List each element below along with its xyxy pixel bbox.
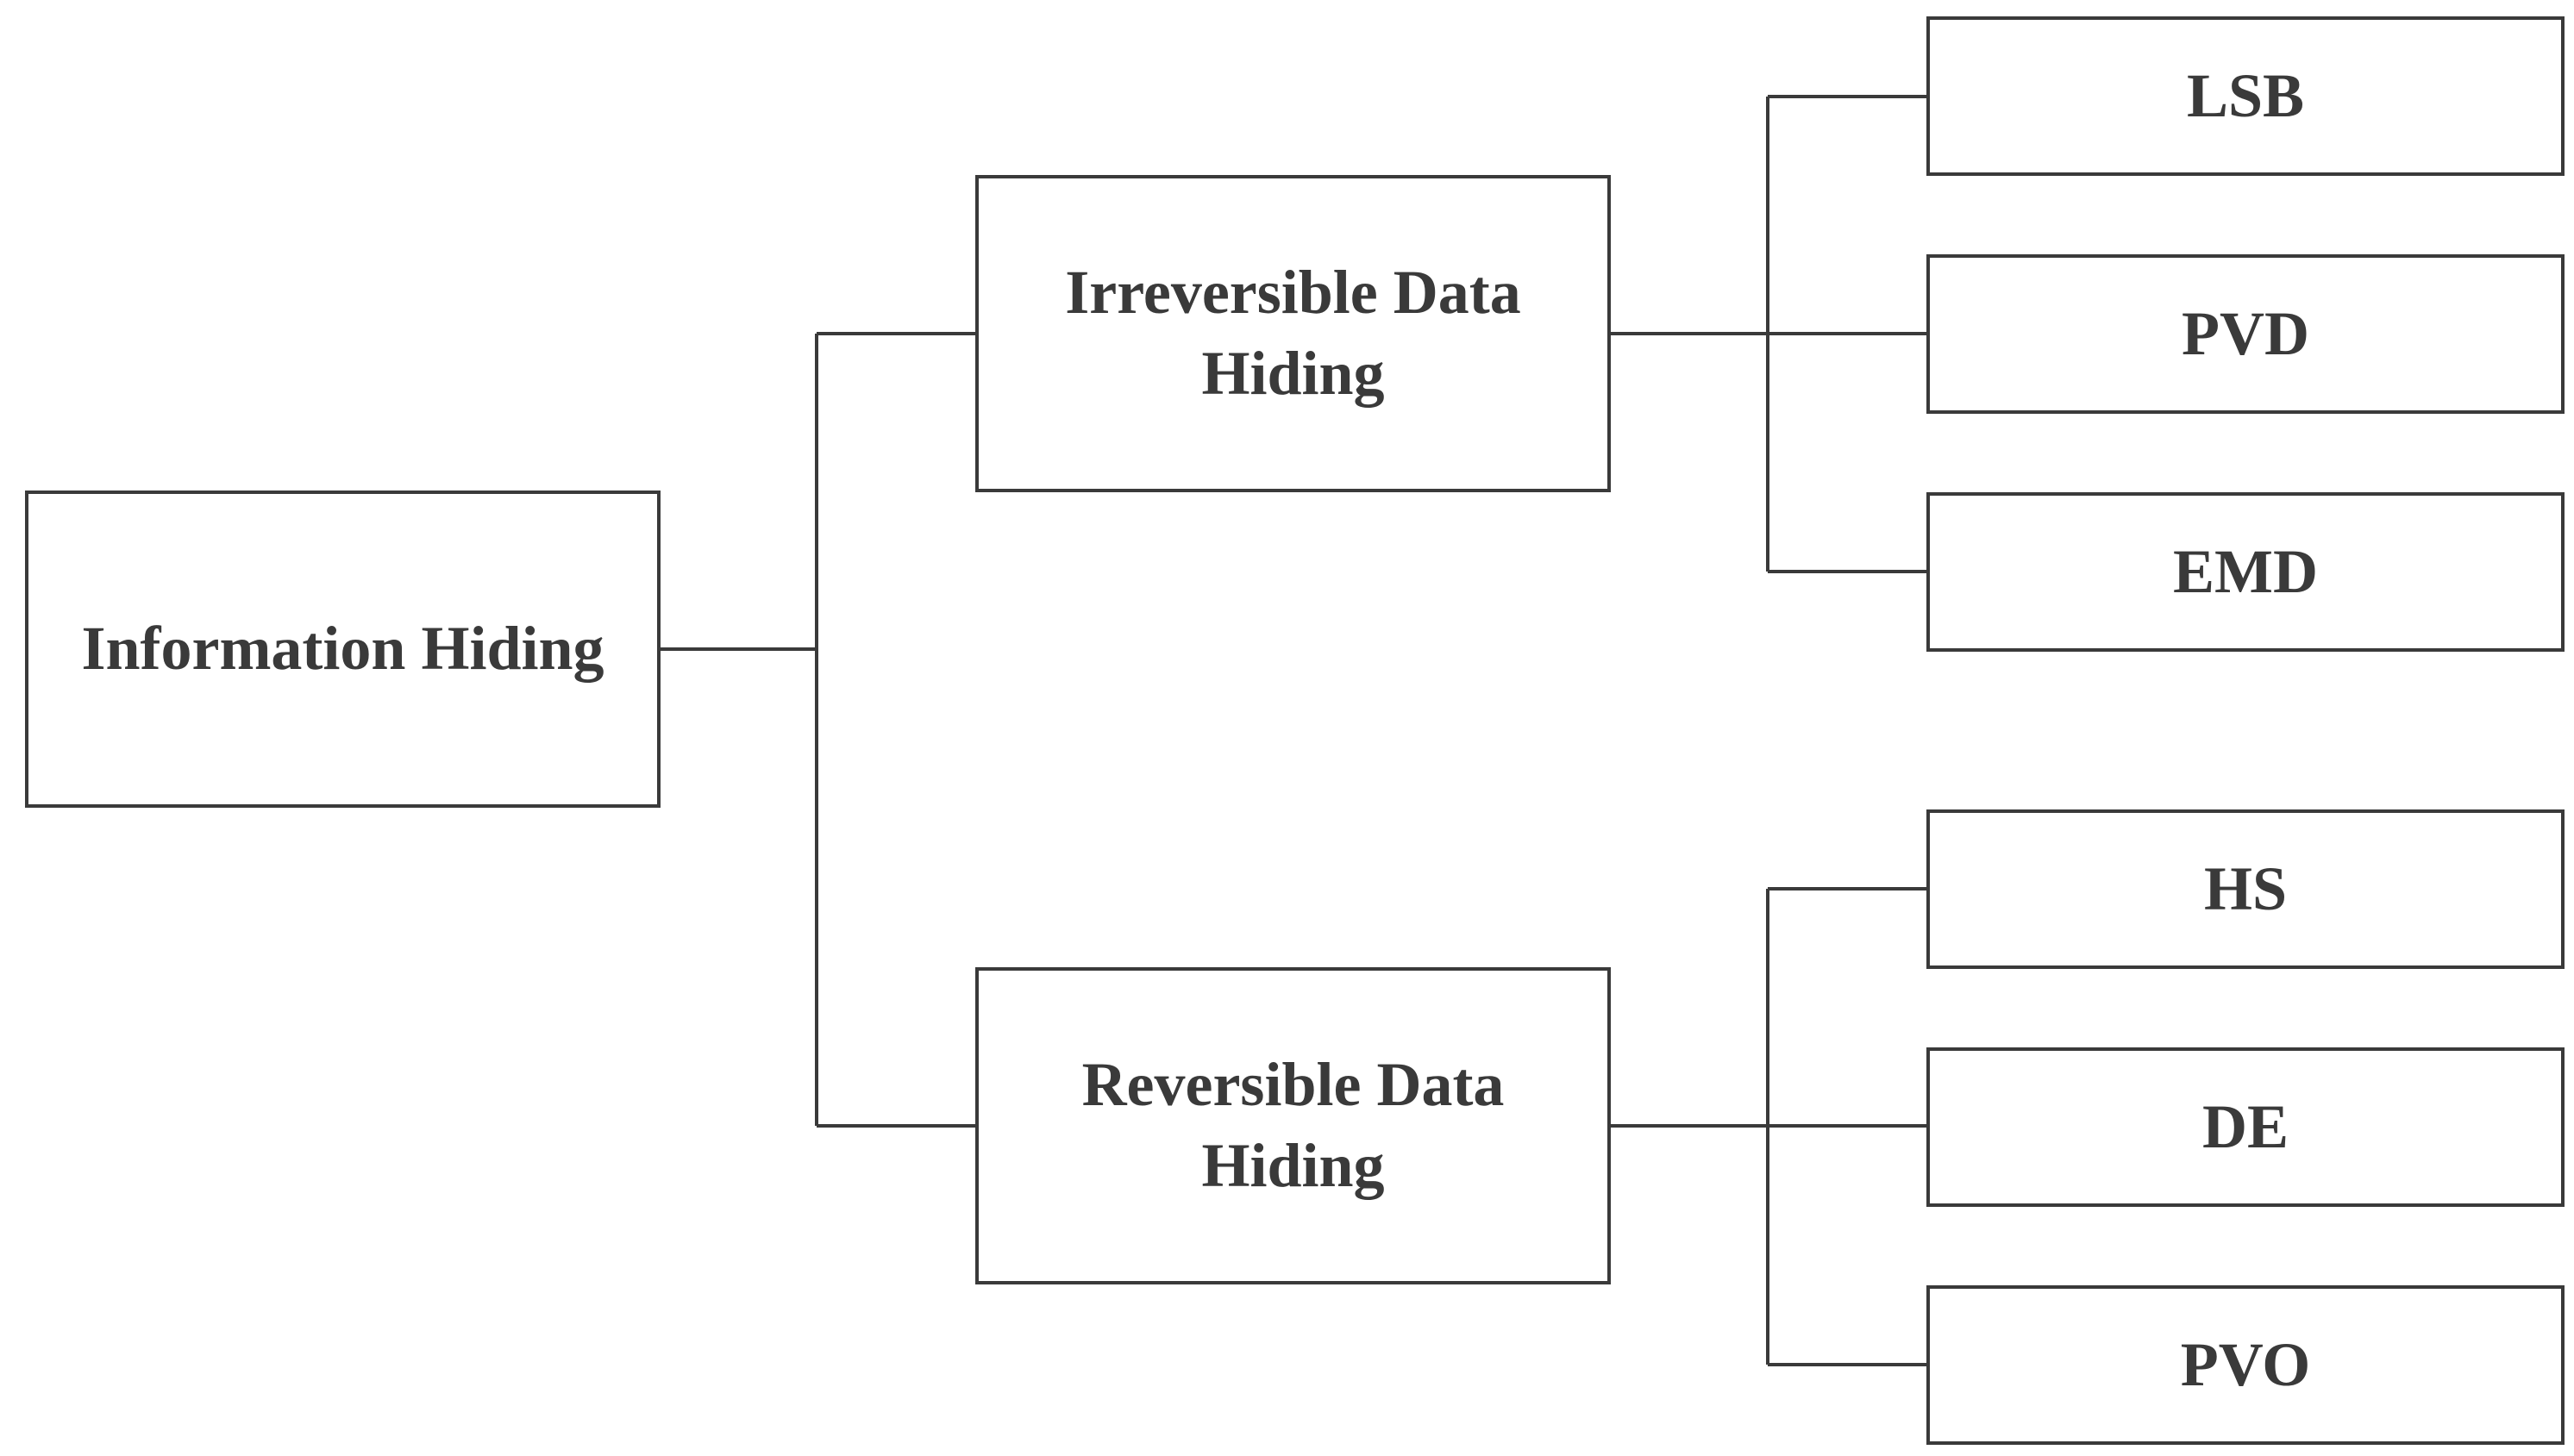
node-label: DE [2201, 1091, 2289, 1161]
node-label: LSB [2186, 60, 2305, 130]
node-label: Reversible Data Hiding [1081, 1050, 1505, 1200]
node-pvd: PVD [1926, 254, 2565, 414]
connector-irreversible-children [1611, 95, 1926, 573]
node-irreversible-data-hiding: Irreversible Data Hiding [975, 175, 1611, 492]
node-label: Irreversible Data Hiding [1065, 258, 1521, 408]
node-label: HS [2203, 853, 2288, 923]
node-pvo: PVO [1926, 1285, 2565, 1445]
node-label: PVD [2182, 298, 2309, 368]
connector-reversible-children [1611, 887, 1926, 1366]
node-label: Information Hiding [81, 614, 604, 684]
node-emd: EMD [1926, 492, 2565, 652]
connector-root-trunk [661, 332, 975, 1128]
node-information-hiding: Information Hiding [25, 491, 661, 808]
node-lsb: LSB [1926, 16, 2565, 176]
node-label: PVO [2180, 1329, 2311, 1399]
node-hs: HS [1926, 809, 2565, 969]
node-de: DE [1926, 1047, 2565, 1207]
node-reversible-data-hiding: Reversible Data Hiding [975, 967, 1611, 1284]
node-label: EMD [2173, 536, 2318, 606]
